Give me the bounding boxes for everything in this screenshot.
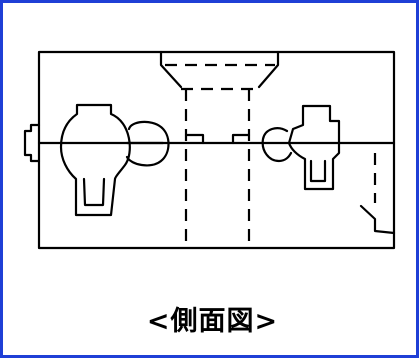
bore-right-step	[231, 133, 251, 145]
bore-left-step	[184, 133, 205, 145]
right-valve-body	[287, 104, 341, 191]
side-view-drawing	[23, 50, 396, 250]
left-port-circle	[125, 120, 170, 167]
left-valve-body	[59, 103, 131, 217]
block-outline	[37, 50, 396, 250]
view-caption: <側面図>	[146, 306, 279, 337]
left-valve-inner	[82, 177, 106, 207]
right-port-circle	[261, 127, 293, 163]
top-recess-slopes	[159, 50, 280, 89]
left-edge-boss	[23, 123, 41, 163]
right-pocket-slope	[359, 204, 396, 235]
right-valve-inner	[309, 159, 327, 183]
